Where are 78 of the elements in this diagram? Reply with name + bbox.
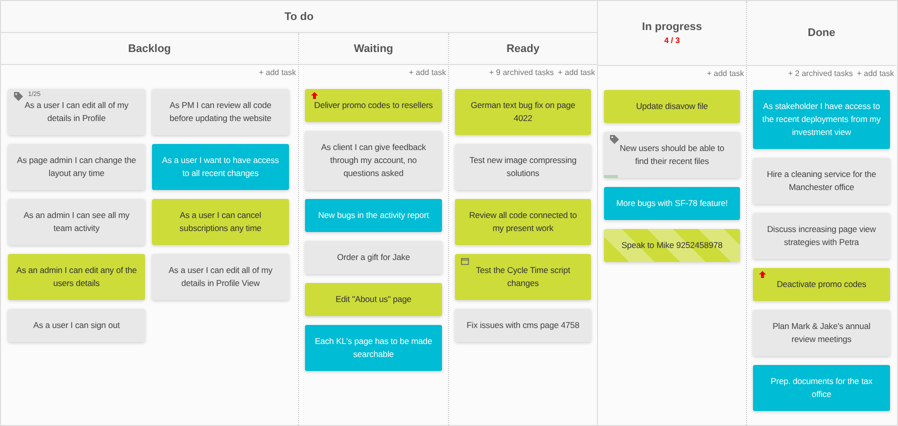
- wip-limit: 4 / 3: [664, 36, 680, 45]
- task-title: Discuss increasing page view strategies with Petra: [766, 223, 877, 249]
- task-title: As a user I want to have access to all recent changes: [161, 154, 280, 180]
- task-title: Speak to Mike 9252458978: [621, 239, 723, 252]
- task-card: [8, 254, 145, 300]
- add-task-link: + add task: [408, 68, 446, 79]
- task-card: [305, 89, 442, 122]
- board-column: [598, 1, 747, 425]
- task-title: As page admin I can change the layout any time: [16, 154, 137, 180]
- task-card: [305, 131, 442, 190]
- task-card: [455, 144, 591, 190]
- task-title: As a user I can cancel subscriptions any time: [178, 209, 262, 235]
- board-column: [299, 33, 449, 425]
- column-title: Waiting: [354, 42, 394, 54]
- task-card: [604, 132, 740, 178]
- task-card: [753, 158, 890, 204]
- task-card: [604, 90, 740, 123]
- add-task-link: + add task: [856, 69, 894, 80]
- task-card: [455, 254, 591, 300]
- task-title: Test the Cycle Time script changes: [474, 264, 572, 290]
- task-title: Plan Mark & Jake's annual review meetings: [772, 320, 872, 346]
- task-card: [753, 213, 890, 259]
- column-title: Backlog: [128, 42, 171, 54]
- task-title: Order a gift for Jake: [336, 251, 410, 264]
- task-title: As a user I can edit all of my details in Profile View: [168, 264, 274, 290]
- column-title: Ready: [506, 42, 540, 54]
- task-card: [305, 325, 442, 371]
- board-column: [1, 33, 299, 425]
- task-card: [8, 89, 145, 135]
- task-title: Test new image compressing solutions: [468, 154, 578, 180]
- task-card: [455, 89, 591, 135]
- task-card: [305, 199, 442, 232]
- task-title: As an admin I can edit any of the users details: [16, 264, 137, 290]
- archived-tasks-link: + 9 archived tasks: [489, 68, 554, 79]
- task-card: [753, 268, 890, 301]
- add-task-link: + add task: [258, 68, 296, 79]
- task-card: [8, 144, 145, 190]
- task-card: [152, 254, 289, 300]
- task-card: [753, 310, 890, 356]
- add-task-link: + add task: [558, 68, 595, 79]
- task-title: As an admin I can see all my team activity: [22, 209, 130, 235]
- task-title: Deliver promo codes to resellers: [314, 99, 433, 112]
- column-title: Done: [808, 27, 836, 39]
- task-card: [753, 365, 890, 411]
- task-title: Edit "About us" page: [336, 293, 412, 306]
- task-title: Prep. documents for the tax office: [770, 375, 874, 401]
- column-group: [1, 1, 598, 425]
- task-card: [753, 90, 890, 149]
- task-card: [455, 309, 591, 342]
- task-title: New bugs in the activity report: [318, 209, 429, 222]
- task-title: As a user I can edit all of my details in Profile: [24, 99, 130, 125]
- task-card: [604, 229, 740, 262]
- task-card: [152, 199, 289, 245]
- archived-tasks-link: + 2 archived tasks: [788, 69, 853, 80]
- task-card: [8, 199, 145, 245]
- task-title: Fix issues with cms page 4758: [466, 319, 580, 332]
- task-title: German text bug fix on page 4022: [470, 99, 576, 125]
- task-card: [8, 309, 145, 342]
- task-title: Hire a cleaning service for the Manchester office: [766, 168, 878, 194]
- task-title: As stakeholder I have access to the recent deployments from my investment view: [761, 100, 882, 139]
- task-card: [152, 89, 289, 135]
- task-card: [455, 199, 591, 245]
- add-task-link: + add task: [706, 69, 744, 80]
- task-title: New users should be able to find their recent files: [618, 142, 726, 168]
- task-card: [305, 241, 442, 274]
- task-title: Deactivate promo codes: [776, 278, 866, 291]
- task-title: As a user I can sign out: [33, 319, 120, 332]
- task-title: As client I can give feedback through my account, no questions asked: [320, 141, 427, 180]
- task-title: As PM I can review all code before updating the website: [168, 99, 272, 125]
- task-card: [152, 144, 289, 190]
- task-title: Each KL's page has to be made searchable: [314, 335, 434, 361]
- task-title: More bugs with SF-78 feature!: [616, 197, 728, 210]
- task-title: Review all code connected to my present work: [468, 209, 578, 235]
- column-title: To do: [284, 10, 314, 22]
- task-title: Update disavow file: [636, 100, 708, 113]
- task-card: [604, 187, 740, 220]
- task-card: [305, 283, 442, 316]
- column-title: In progress: [642, 21, 702, 33]
